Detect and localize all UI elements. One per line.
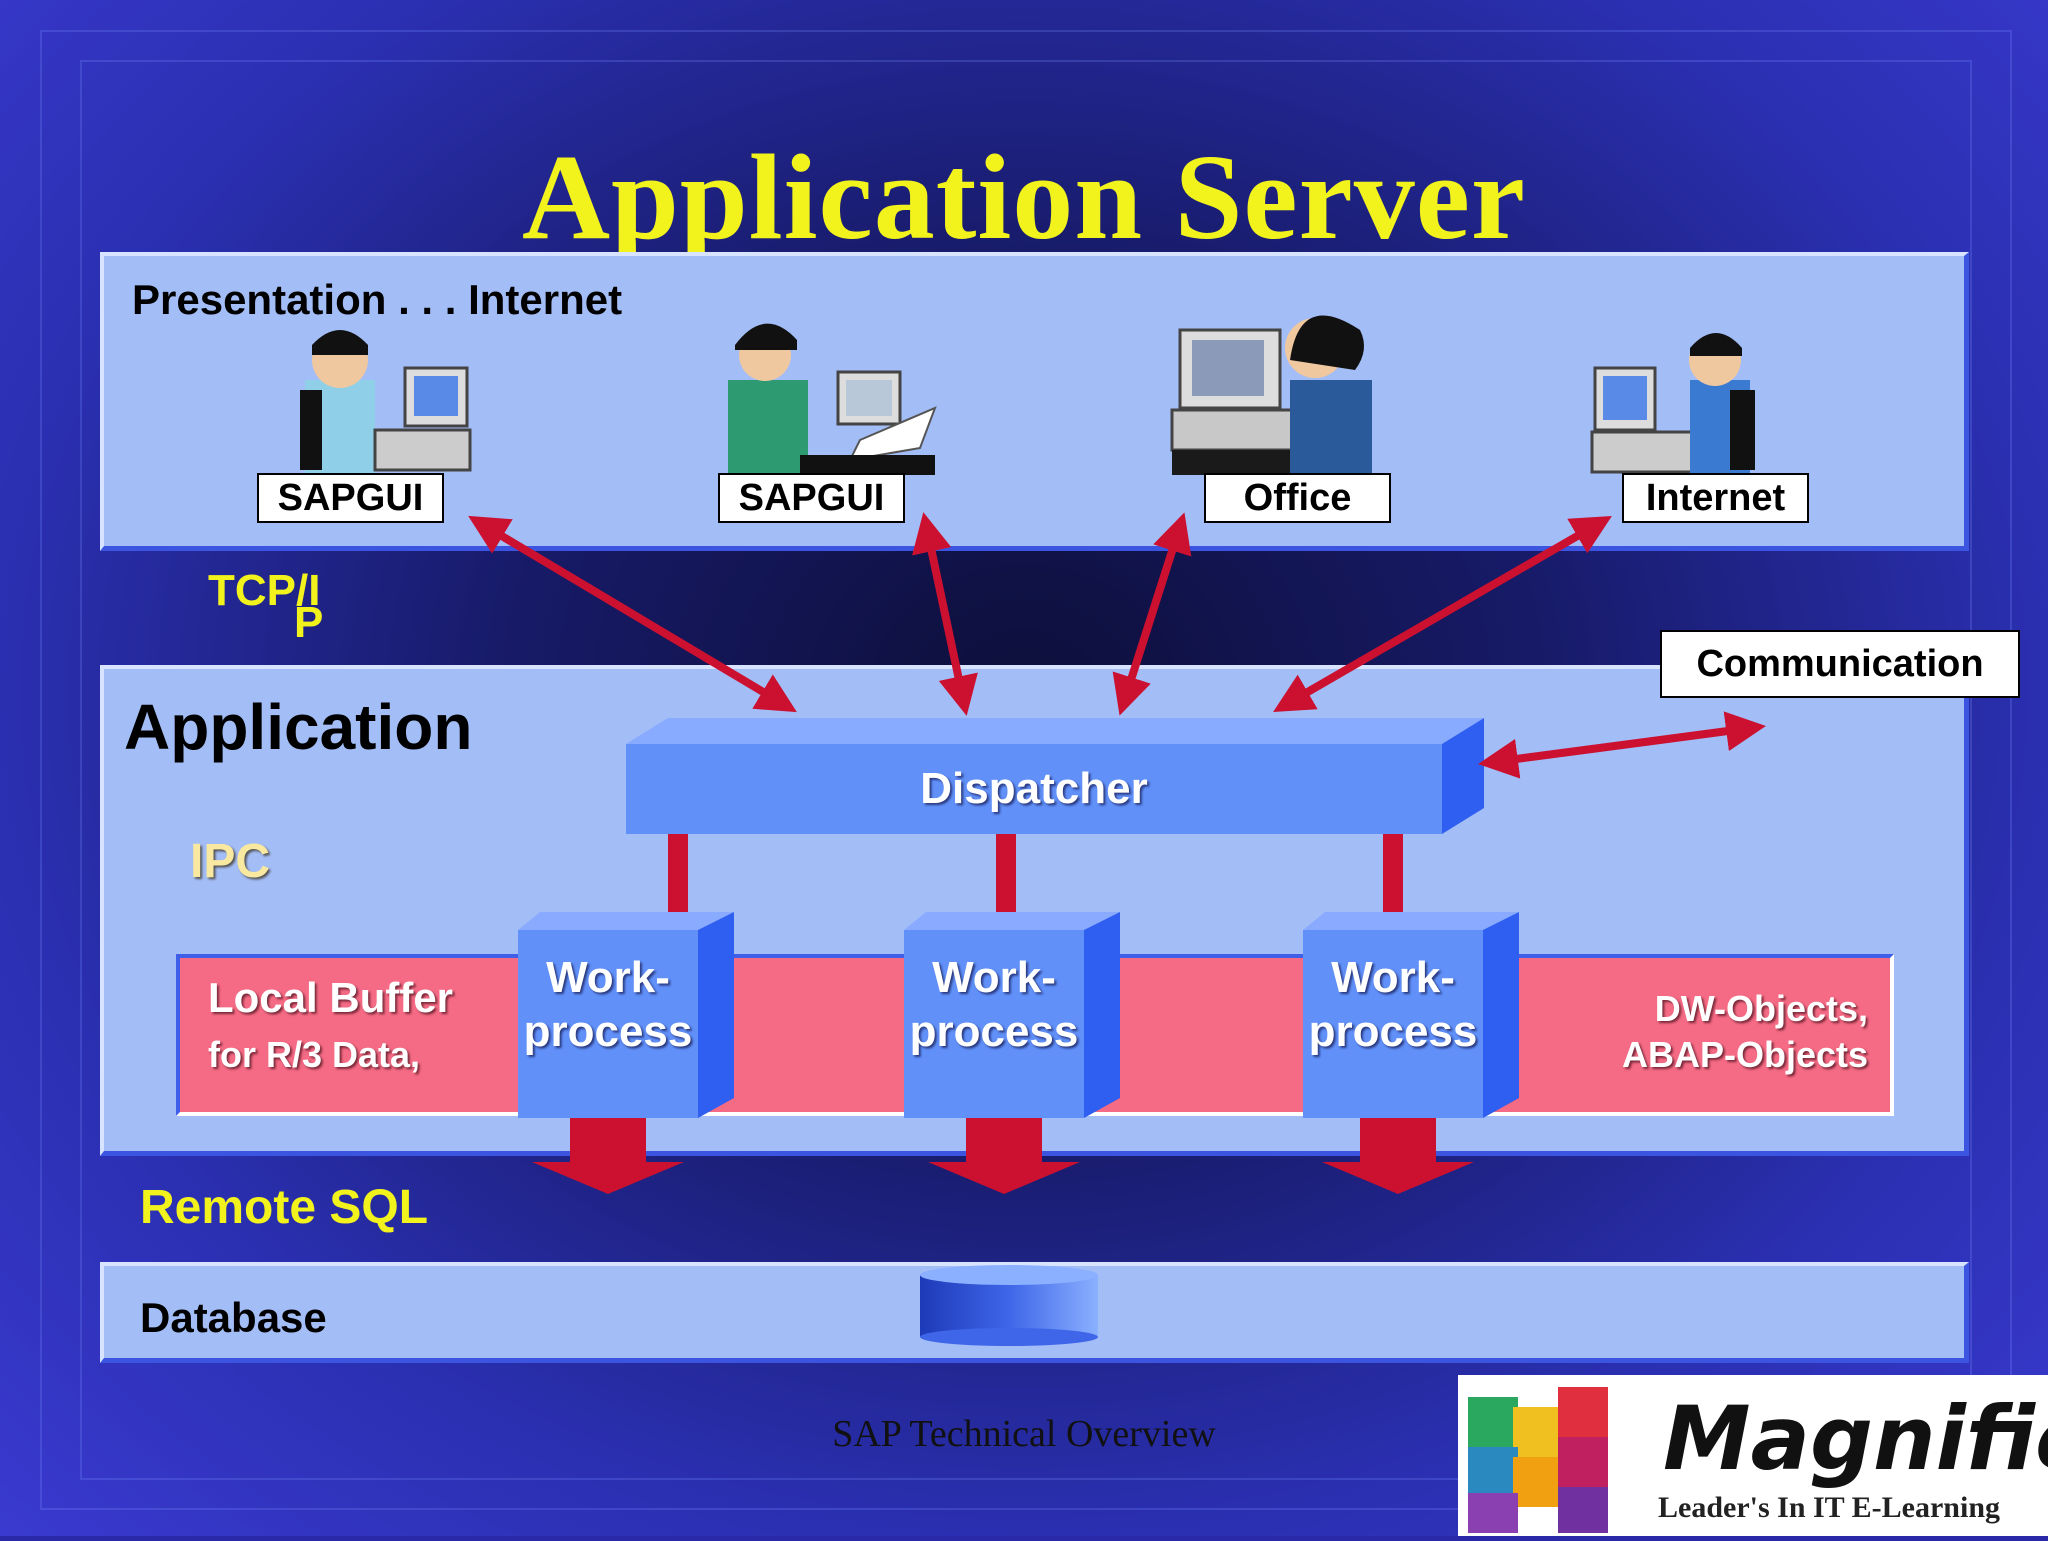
- logo-tagline: Leader's In IT E-Learning: [1658, 1491, 2000, 1524]
- remote-sql-arrow: [532, 1118, 684, 1194]
- arrow-internet-dispatcher: [1273, 515, 1612, 713]
- client-label-internet: Internet: [1622, 473, 1809, 523]
- ipc-link: [996, 830, 1016, 922]
- user-with-document-icon: [728, 323, 937, 475]
- logo-name: Magnific: [1663, 1387, 2048, 1490]
- application-heading: Application: [124, 691, 473, 763]
- arrow-sapgui1-dispatcher: [468, 515, 797, 713]
- workprocess-label-1a: Work-: [546, 953, 670, 1002]
- buffer-title: Local Buffer: [208, 974, 454, 1021]
- buffer-subtitle: for R/3 Data,: [208, 1034, 421, 1075]
- cube-logo-icon: [1468, 1387, 1608, 1533]
- communication-box: Communication: [1660, 630, 2020, 698]
- workprocess-label-3b: process: [1308, 1007, 1478, 1056]
- background-frame: [40, 30, 2012, 1510]
- arrow-sapgui2-dispatcher: [912, 512, 978, 716]
- database-heading: Database: [140, 1294, 327, 1341]
- footer-text: SAP Technical Overview: [832, 1413, 1216, 1455]
- ipc-label: IPC: [190, 835, 271, 888]
- objects-line-2: ABAP-Objects: [1621, 1034, 1868, 1075]
- workprocess-label-1b: process: [523, 1007, 693, 1056]
- dispatcher-label: Dispatcher: [920, 764, 1148, 813]
- ipc-link: [668, 830, 688, 922]
- magnific-logo: Magnific Leader's In IT E-Learning: [1458, 1375, 2048, 1536]
- office-worker-icon: [1170, 315, 1372, 475]
- workprocess-cube: [518, 912, 734, 1118]
- slide-title: Application Server: [521, 130, 1527, 265]
- user-at-computer-icon: [300, 330, 472, 475]
- tcpip-label: TCP/I: [208, 566, 321, 615]
- tcpip-label-suffix: P: [294, 598, 324, 647]
- remote-sql-label: Remote SQL: [140, 1181, 429, 1234]
- arrow-office-dispatcher: [1112, 512, 1192, 716]
- internet-user-icon: [1590, 333, 1755, 475]
- workprocess-label-2b: process: [909, 1007, 1079, 1056]
- ipc-link: [1383, 830, 1403, 922]
- client-label-sapgui-1: SAPGUI: [257, 473, 444, 523]
- arrow-dispatcher-communication: [1478, 711, 1766, 779]
- client-label-sapgui-2: SAPGUI: [718, 473, 905, 523]
- workprocess-label-3a: Work-: [1331, 953, 1455, 1002]
- objects-line-1: DW-Objects,: [1654, 988, 1868, 1029]
- presentation-heading: Presentation . . . Internet: [132, 276, 623, 323]
- workprocess-cube: [904, 912, 1120, 1118]
- background-frame: [80, 60, 1972, 1480]
- client-label-office: Office: [1204, 473, 1391, 523]
- workprocess-cube: [1303, 912, 1519, 1118]
- remote-sql-arrow: [1322, 1118, 1474, 1194]
- workprocess-label-2a: Work-: [932, 953, 1056, 1002]
- remote-sql-arrow: [928, 1118, 1080, 1194]
